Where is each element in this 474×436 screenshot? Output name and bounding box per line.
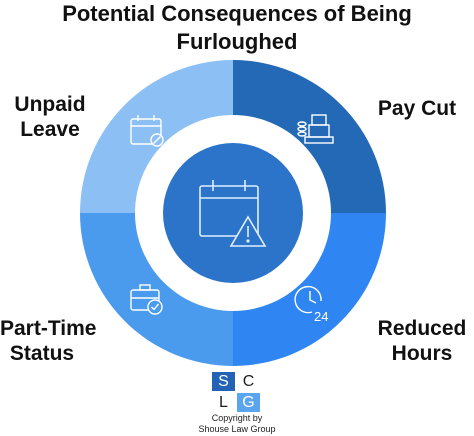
label-unpaid-leave: Unpaid Leave (0, 92, 100, 142)
clock-24-icon: 24 (294, 285, 328, 324)
logo-cell: C (237, 372, 260, 391)
logo-cell: S (212, 372, 235, 391)
logo-cell: G (237, 393, 260, 412)
label-line: Unpaid (14, 93, 86, 116)
logo-cell: L (212, 393, 235, 412)
copyright-line: Copyright by (211, 413, 263, 423)
label-line: Reduced (377, 317, 467, 340)
label-line: Hours (391, 342, 453, 365)
calendar-warning-icon (199, 180, 267, 247)
center-circle (163, 143, 303, 283)
page-title: Potential Consequences of Being Furlough… (62, 1, 412, 54)
copyright: Copyright by Shouse Law Group (170, 413, 304, 435)
segment-reduced-hours (233, 213, 386, 366)
label-line: Part-Time (0, 317, 97, 340)
briefcase-check-icon (130, 284, 163, 315)
label-reduced-hours: Reduced Hours (374, 316, 470, 366)
label-line: Status (9, 342, 75, 365)
label-part-time-status: Part-Time Status (0, 316, 97, 366)
register-coins-icon (297, 114, 334, 144)
calendar-cancel-icon (130, 115, 164, 147)
label-line: Leave (20, 118, 80, 141)
label-line: Pay Cut (377, 97, 457, 120)
svg-text:24: 24 (314, 309, 328, 324)
inner-ring (141, 121, 325, 305)
label-pay-cut: Pay Cut (360, 96, 474, 121)
copyright-line: Shouse Law Group (198, 424, 276, 434)
slg-logo: S C L G (212, 372, 260, 412)
